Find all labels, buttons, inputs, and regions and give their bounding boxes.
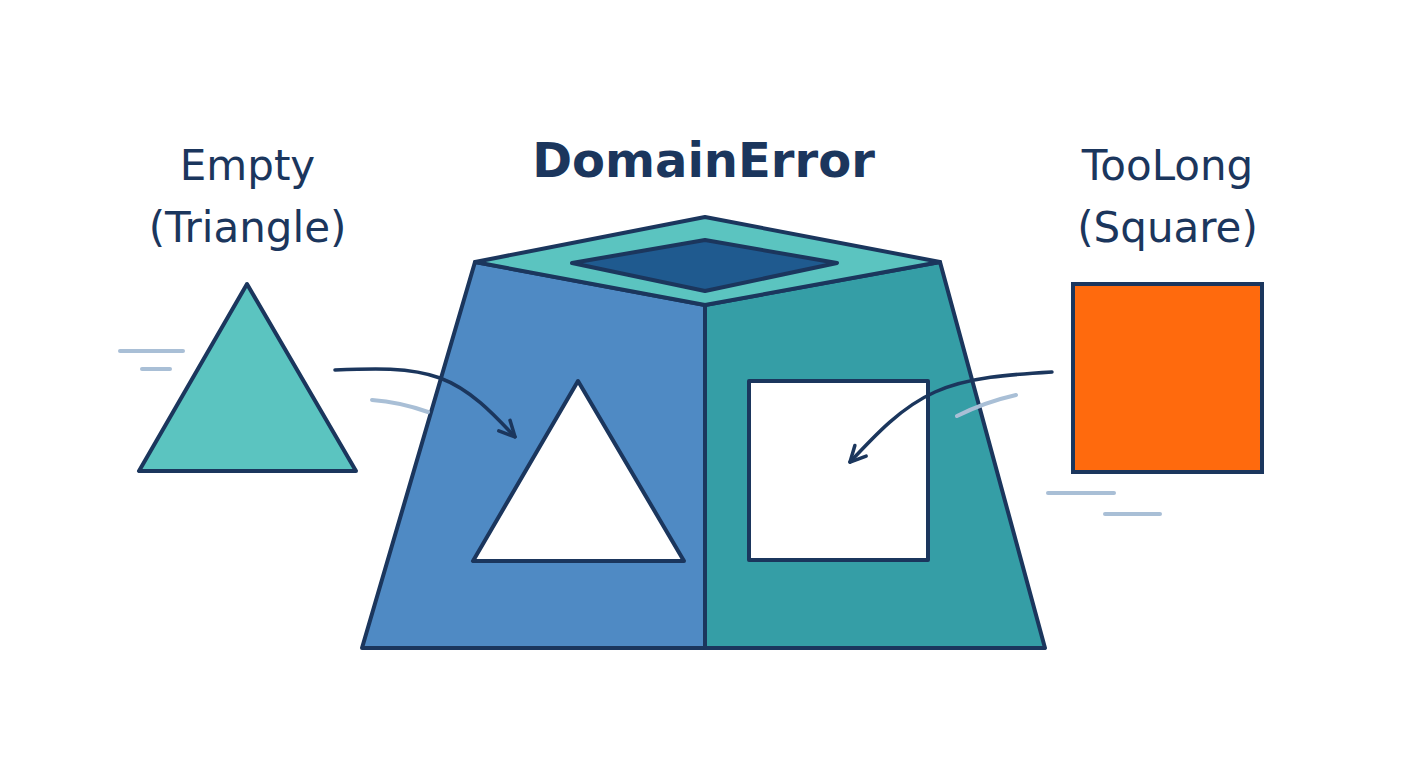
motion-line <box>1048 491 1114 495</box>
diagram-heading: DomainError <box>362 125 1045 195</box>
square-shape: TooLong (Square) <box>1040 135 1295 475</box>
box-top-opening <box>572 240 837 291</box>
square-piece <box>1073 284 1262 472</box>
connector-arrow <box>850 372 1052 462</box>
shape-label: TooLong (Square) <box>1040 135 1295 259</box>
box-divider <box>703 370 707 610</box>
box-left-face <box>362 262 705 648</box>
motion-line <box>1105 512 1160 516</box>
box-right-face <box>705 262 1045 648</box>
triangle-piece <box>139 284 356 471</box>
shape-sorter-box-outline <box>362 125 1045 650</box>
shape-label: Empty (Triangle) <box>120 135 375 259</box>
triangle-hole <box>473 381 684 561</box>
motion-line <box>372 400 428 412</box>
box-top-face <box>475 217 940 305</box>
motion-line <box>120 349 183 353</box>
triangle-shape: Empty (Triangle) <box>120 135 375 475</box>
shape-sorter-box: DomainError <box>362 125 1045 650</box>
connector-arrow <box>335 369 515 437</box>
square-hole <box>749 381 928 560</box>
motion-line <box>142 367 170 371</box>
